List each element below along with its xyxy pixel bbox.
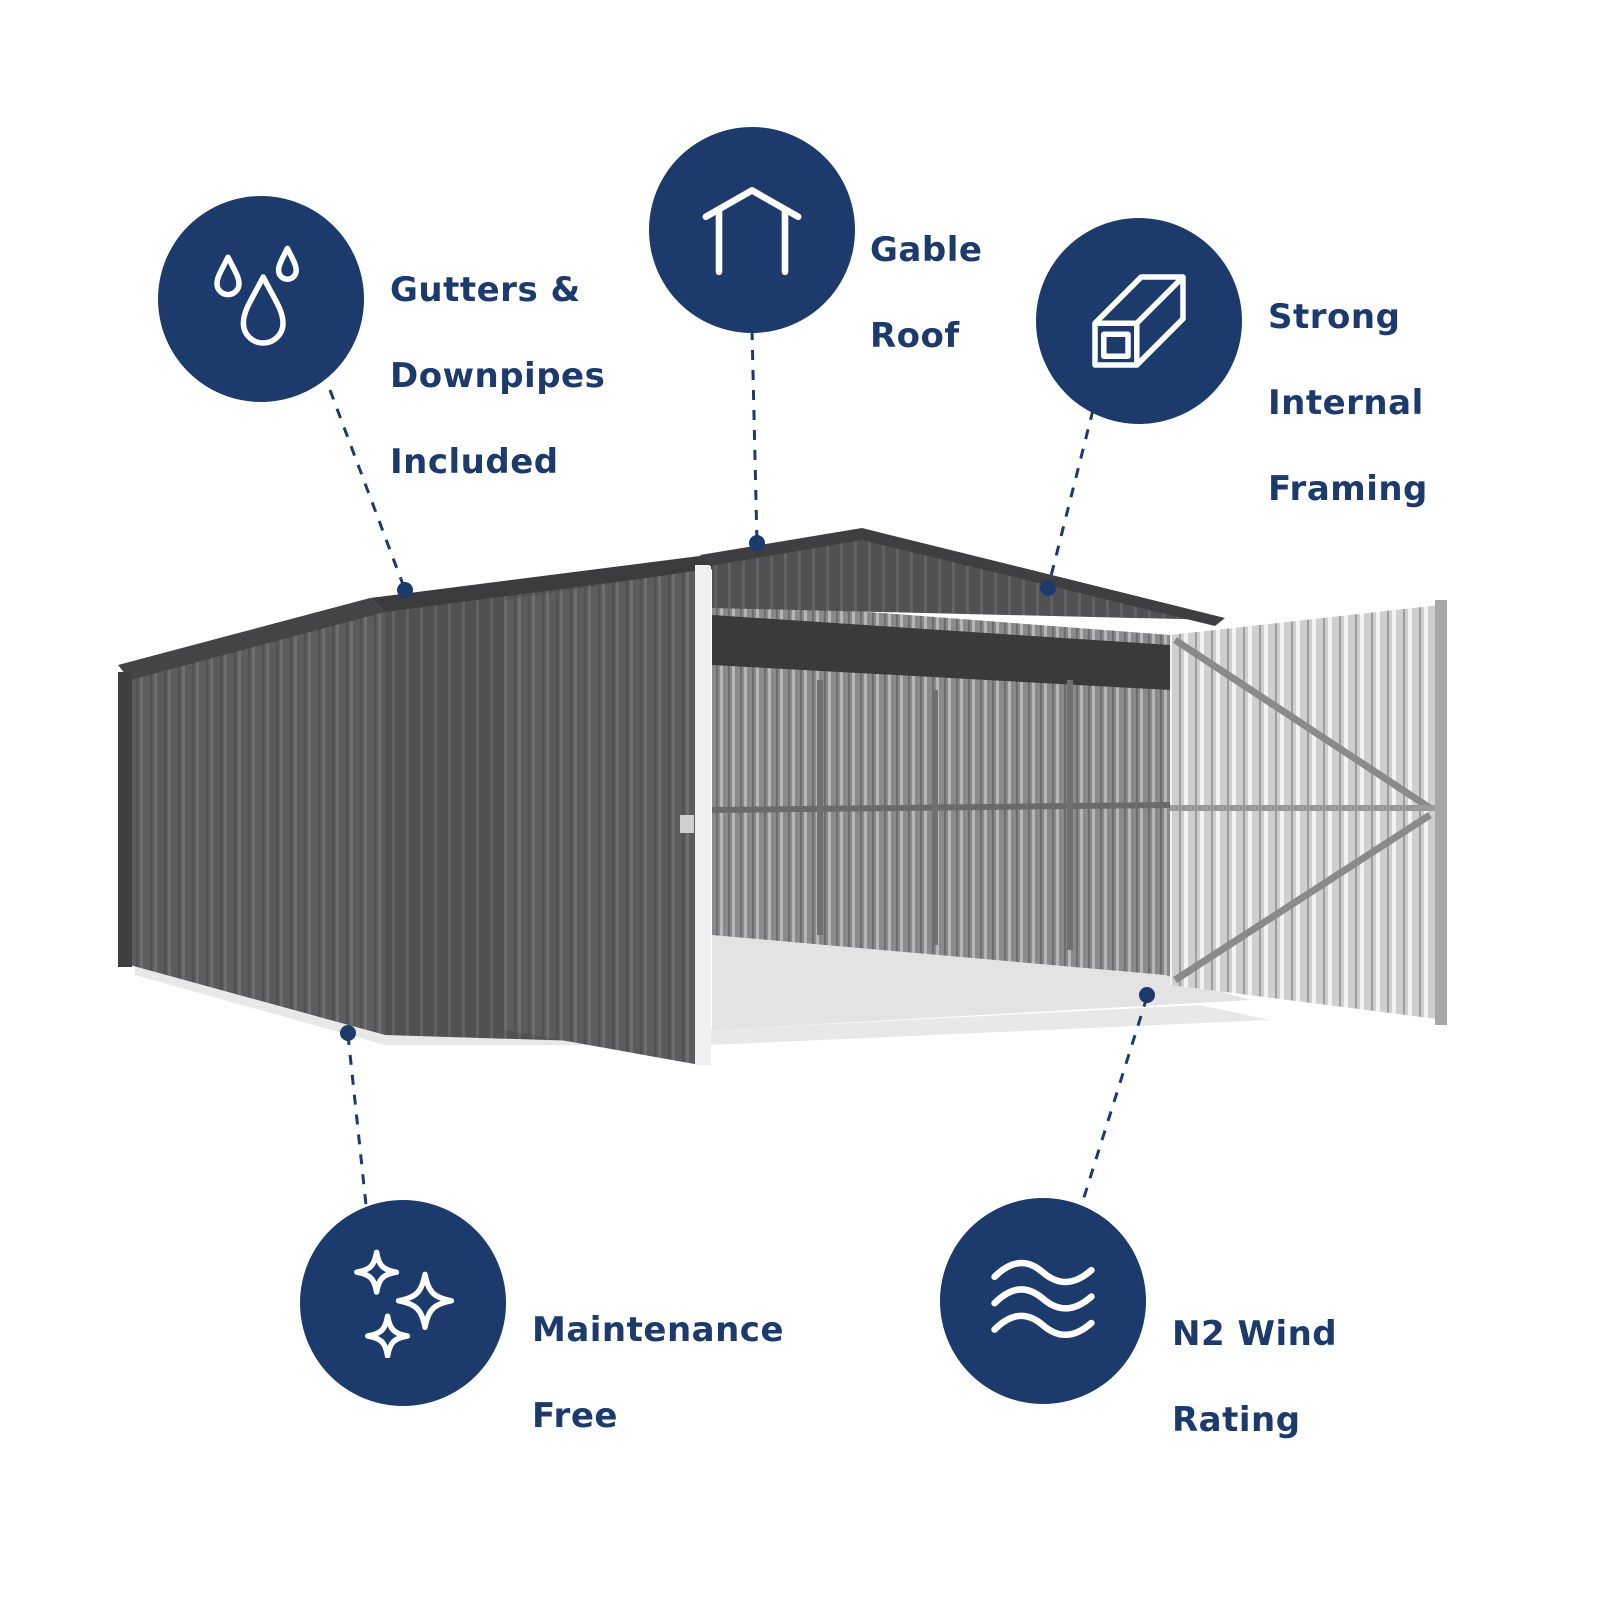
connector-dot — [397, 582, 413, 598]
label-gutters: Gutters & Downpipes Included — [390, 270, 606, 482]
connector-framing — [1046, 409, 1095, 589]
left-door — [505, 570, 700, 1065]
badge-gable — [649, 127, 855, 333]
label-maintenance: Maintenance Free — [532, 1310, 785, 1436]
connector-wind — [1078, 996, 1149, 1211]
connector-maintenance — [346, 1034, 368, 1206]
badge-wind — [940, 1198, 1146, 1404]
label-framing: Strong Internal Framing — [1268, 297, 1428, 509]
wind-waves-icon — [991, 1259, 1095, 1339]
sparkles-icon — [354, 1249, 455, 1358]
gable-front — [712, 535, 1220, 620]
label-wind: N2 Wind Rating — [1172, 1314, 1338, 1440]
badge-framing — [1036, 218, 1242, 424]
connector-dot — [1040, 580, 1056, 596]
badge-maintenance — [300, 1200, 506, 1406]
connector-gutters — [328, 389, 407, 591]
right-door — [1170, 605, 1445, 1020]
label-gable: Gable Roof — [870, 230, 983, 356]
side-wall — [130, 610, 385, 1035]
connector-dot — [749, 535, 765, 551]
badge-gutters — [158, 196, 364, 402]
connector-dot — [340, 1025, 356, 1041]
gable-roof-icon — [702, 187, 802, 276]
concrete-slab — [135, 960, 1270, 1045]
steel-beam-icon — [1092, 274, 1186, 368]
connector-gable — [750, 329, 759, 544]
connector-dot — [1139, 987, 1155, 1003]
shed-floor — [712, 935, 1250, 1030]
water-drops-icon — [214, 245, 299, 346]
interior — [712, 600, 1170, 1000]
